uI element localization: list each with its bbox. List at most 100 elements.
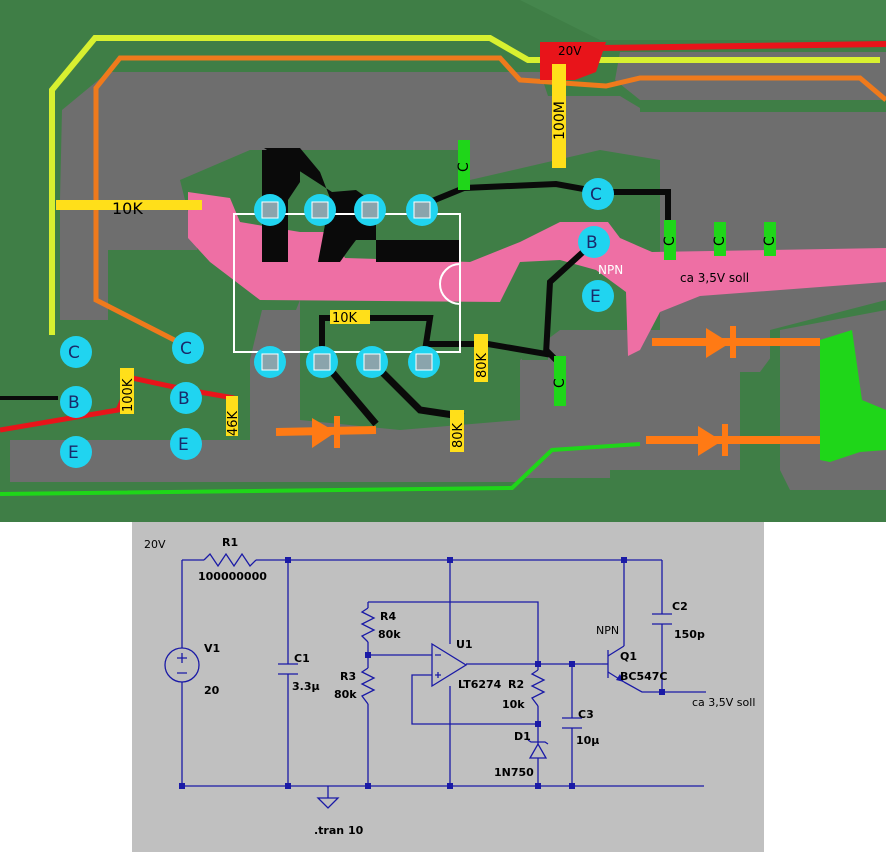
svg-text:B: B <box>586 233 598 253</box>
resistor-46k-label: 46K <box>226 410 241 436</box>
resistor-80k-a-label: 80K <box>475 352 490 378</box>
c1-name: C1 <box>294 652 310 665</box>
sim-directive: .tran 10 <box>314 824 364 837</box>
v1-symbol: V1 20 <box>164 642 220 697</box>
schematic: 20V R1 100000000 V1 20 C1 3.3µ R4 80k R3… <box>132 522 764 852</box>
d1-zener-symbol: D1 1N750 <box>494 730 549 779</box>
pcb-photo: 20V 10K 100M 10K 100K 46K <box>0 0 886 522</box>
c1-value: 3.3µ <box>292 680 320 693</box>
svg-text:C: C <box>590 185 602 205</box>
d1-value: 1N750 <box>494 766 534 779</box>
supply-label: 20V <box>144 538 166 551</box>
q1-name: Q1 <box>620 650 637 663</box>
output-pad-green <box>820 330 886 462</box>
ic-notch <box>439 263 461 305</box>
ic-pins-top <box>254 194 438 226</box>
resistor-10k-mid-label: 10K <box>332 311 358 326</box>
svg-text:C: C <box>712 236 728 246</box>
c2-symbol: C2 150p <box>652 600 705 641</box>
resistor-100m: 100M <box>552 64 568 168</box>
junction-dots <box>179 557 665 789</box>
svg-text:C: C <box>456 162 472 172</box>
pin-collector-left-2: C <box>172 332 204 364</box>
c3-name: C3 <box>578 708 594 721</box>
diode-orange-right-2 <box>646 424 820 456</box>
r1-symbol: R1 100000000 <box>198 536 267 583</box>
svg-text:C: C <box>762 236 778 246</box>
svg-text:C: C <box>68 343 80 363</box>
r4-value: 80k <box>378 628 401 641</box>
resistor-100k-label: 100K <box>121 378 136 412</box>
cap-green-5: C <box>552 356 568 406</box>
r3-value: 80k <box>334 688 357 701</box>
pin-emitter-left-1: E <box>60 436 92 468</box>
r3-symbol: R3 80k <box>334 667 376 705</box>
resistor-10k-left: 10K <box>56 199 202 218</box>
cap-green-4: C <box>762 222 778 256</box>
green-wire-bottom <box>0 442 641 496</box>
r1-value: 100000000 <box>198 570 267 583</box>
v1-name: V1 <box>204 642 220 655</box>
resistor-80k-b-label: 80K <box>451 422 466 448</box>
resistor-100k: 100K <box>120 368 136 414</box>
diode-orange-left <box>275 416 377 448</box>
pin-collector-left-1: C <box>60 336 92 368</box>
resistor-80k-a: 80K <box>474 334 490 382</box>
pin-base-left-1: B <box>60 386 92 418</box>
r4-symbol: R4 80k <box>360 607 401 643</box>
q1-value: BC547C <box>620 670 668 683</box>
svg-text:C: C <box>180 339 192 359</box>
pin-emitter-right: E <box>582 280 614 312</box>
svg-text:C: C <box>662 236 678 246</box>
copper-pocket-1 <box>30 440 610 478</box>
d1-name: D1 <box>514 730 531 743</box>
c2-value: 150p <box>674 628 705 641</box>
cap-green-2: C <box>662 220 678 260</box>
ic-pins-bottom <box>254 346 440 378</box>
svg-text:E: E <box>590 287 601 307</box>
c2-name: C2 <box>672 600 688 613</box>
c3-symbol: C3 10µ <box>562 708 599 747</box>
r4-name: R4 <box>380 610 396 623</box>
r2-symbol: R2 10k <box>502 669 546 711</box>
ic-outline <box>233 213 461 353</box>
r1-name: R1 <box>222 536 238 549</box>
resistor-100m-label: 100M <box>552 101 568 140</box>
u1-value: LT6274 <box>458 678 502 691</box>
npn-label: NPN <box>598 263 623 277</box>
resistor-46k: 46K <box>226 396 241 436</box>
board-shade <box>0 0 886 40</box>
c3-value: 10µ <box>576 734 599 747</box>
pin-emitter-left-2: E <box>170 428 202 460</box>
orange-wire <box>93 55 886 351</box>
cap-green-3: C <box>712 222 728 256</box>
q1-npn-symbol: NPN Q1 BC547C <box>596 624 668 683</box>
output-label: ca 3,5V soll <box>692 696 755 709</box>
resistor-10k-left-label: 10K <box>112 199 143 218</box>
black-trace-top <box>418 180 671 234</box>
diode-orange-right-1 <box>652 326 820 358</box>
r2-name: R2 <box>508 678 524 691</box>
pin-base-left-2: B <box>170 382 202 414</box>
u1-opamp-symbol: U1 LT6274 <box>431 638 502 691</box>
pin-base-right: B <box>578 226 610 258</box>
q1-type: NPN <box>596 624 619 637</box>
cap-green-1: C <box>456 140 472 190</box>
svg-text:E: E <box>178 435 189 455</box>
r3-name: R3 <box>340 670 356 683</box>
svg-text:B: B <box>178 389 190 409</box>
svg-text:B: B <box>68 393 80 413</box>
u1-name: U1 <box>456 638 473 651</box>
red-wire-top <box>599 41 886 51</box>
ground-symbol <box>316 786 340 809</box>
svg-text:E: E <box>68 443 79 463</box>
c1-symbol: C1 3.3µ <box>278 652 320 693</box>
schematic-wires <box>181 559 706 787</box>
svg-text:C: C <box>552 378 568 388</box>
output-note-label: ca 3,5V soll <box>680 271 749 285</box>
v1-value: 20 <box>204 684 220 697</box>
resistor-80k-b: 80K <box>450 410 466 452</box>
schematic-background <box>132 522 764 852</box>
pin-collector-right: C <box>582 178 614 210</box>
r2-value: 10k <box>502 698 525 711</box>
